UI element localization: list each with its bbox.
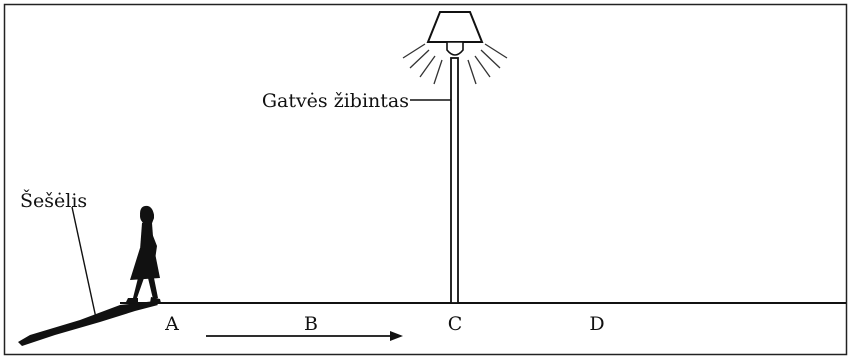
street-lamp-icon	[402, 11, 508, 304]
shadow-label-leader	[71, 206, 97, 319]
walking-woman-silhouette	[126, 205, 161, 303]
direction-arrow	[206, 331, 403, 341]
point-c-label: C	[448, 313, 463, 335]
point-b-label: B	[304, 313, 318, 335]
light-rays	[402, 43, 508, 85]
shadow-shape	[18, 301, 158, 346]
diagram-frame	[3, 3, 848, 356]
lamp-shade	[426, 11, 484, 43]
lamp-pole	[450, 57, 459, 304]
shadow-label: Šešėlis	[20, 189, 87, 212]
point-a-label: A	[164, 313, 179, 335]
lamp-label: Gatvės žibintas	[262, 90, 409, 112]
point-d-label: D	[589, 313, 604, 335]
lamp-bulb	[446, 41, 464, 56]
